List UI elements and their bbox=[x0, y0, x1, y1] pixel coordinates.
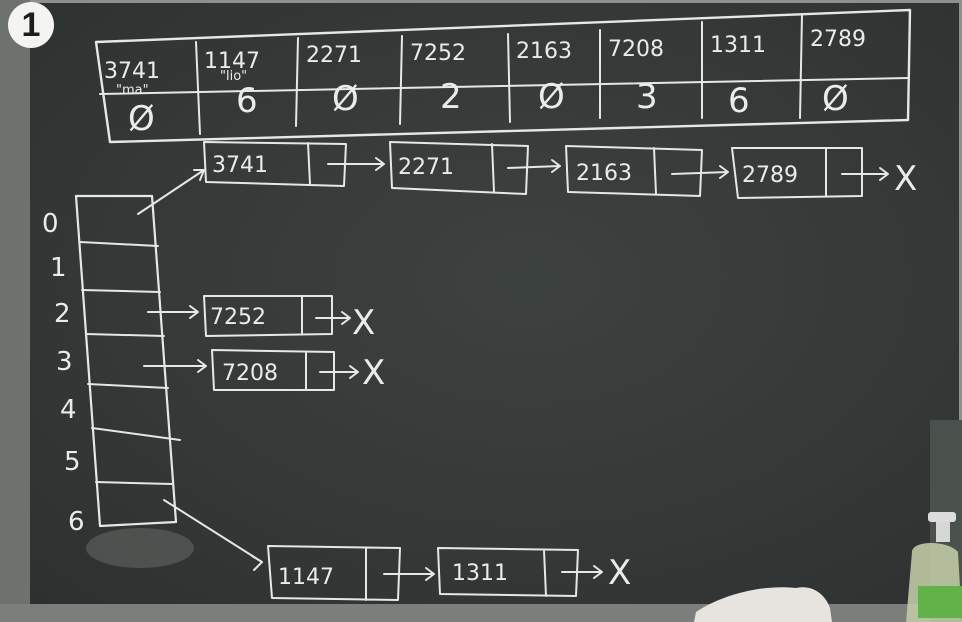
chain3-node-1: 7208 bbox=[222, 361, 278, 386]
table-value-1: 6 bbox=[236, 81, 258, 121]
chain6-null-marker: X bbox=[608, 553, 631, 593]
chain3-null-marker: X bbox=[362, 353, 385, 393]
array-index-6: 6 bbox=[68, 507, 85, 537]
chain-index0 bbox=[203, 141, 889, 199]
pointer-index2 bbox=[147, 305, 199, 319]
chain0-node-1: 3741 bbox=[212, 153, 268, 178]
table-key-1: 1147 bbox=[204, 49, 260, 74]
table-key-2: 2271 bbox=[306, 43, 362, 68]
chain-index2 bbox=[203, 295, 351, 337]
chain-index3 bbox=[211, 349, 359, 391]
table-key-0: 3741 bbox=[104, 59, 160, 84]
hash-array bbox=[74, 194, 181, 528]
table-value-0: Ø bbox=[128, 99, 155, 139]
chain6-node-1: 1147 bbox=[278, 565, 334, 590]
table-value-5: 3 bbox=[636, 77, 658, 117]
chain0-node-2: 2271 bbox=[398, 155, 454, 180]
key-value-table bbox=[94, 8, 912, 144]
array-index-2: 2 bbox=[54, 299, 71, 329]
chain0-node-4: 2789 bbox=[742, 163, 798, 188]
table-key-4: 2163 bbox=[516, 39, 572, 64]
soap-bottle bbox=[906, 512, 962, 622]
array-index-3: 3 bbox=[56, 347, 73, 377]
table-key-3: 7252 bbox=[410, 41, 466, 66]
array-index-0: 0 bbox=[42, 209, 59, 239]
table-key-6: 1311 bbox=[710, 33, 766, 58]
table-value-4: Ø bbox=[538, 77, 565, 117]
table-annotation-0: "ma" bbox=[116, 83, 149, 98]
array-index-1: 1 bbox=[50, 253, 67, 283]
table-value-3: 2 bbox=[440, 77, 462, 117]
cloth bbox=[694, 587, 832, 622]
table-key-7: 2789 bbox=[810, 27, 866, 52]
table-value-6: 6 bbox=[728, 81, 750, 121]
chain-index6 bbox=[267, 545, 603, 601]
table-key-5: 7208 bbox=[608, 37, 664, 62]
pointer-index0 bbox=[137, 169, 205, 215]
pointer-index3 bbox=[143, 359, 207, 373]
array-index-4: 4 bbox=[60, 395, 77, 425]
chain6-node-2: 1311 bbox=[452, 561, 508, 586]
table-value-7: Ø bbox=[822, 79, 849, 119]
table-value-2: Ø bbox=[332, 79, 359, 119]
chain2-null-marker: X bbox=[352, 303, 375, 343]
chain0-null-marker: X bbox=[894, 159, 917, 199]
slide-number-badge: 1 bbox=[8, 2, 54, 48]
table-annotation-1: "lio" bbox=[220, 69, 247, 84]
chain0-node-3: 2163 bbox=[576, 161, 632, 186]
pointer-index6 bbox=[163, 499, 263, 571]
chain2-node-1: 7252 bbox=[210, 305, 266, 330]
array-index-5: 5 bbox=[64, 447, 81, 477]
